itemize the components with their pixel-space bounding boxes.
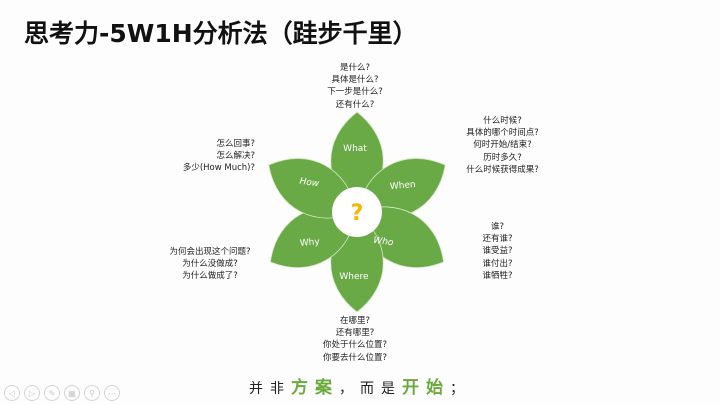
question-item: 多少(How Much)? [182,163,255,174]
petal-label-how: How [299,177,320,190]
petal-label-what: What [343,144,367,154]
who-questions: 谁? 还有谁? 谁受益? 谁付出? 谁牺牲? [460,221,535,282]
question-item: 具体的哪个时间点? [466,128,539,139]
question-item: 还有哪里? [335,328,375,339]
question-item: 你要去什么位置? [322,352,387,363]
petal-label-where: Where [339,272,369,282]
question-item: 为何会出现这个问题? [169,247,251,257]
zoom-button[interactable]: ⚲ [84,385,100,401]
slogan-text: ； [450,381,471,397]
where-questions: 在哪里? 还有哪里? 你处于什么位置? 你要去什么位置? [300,315,410,364]
question-item: 还有谁? [482,234,513,245]
chevron-left-icon: ◁ [8,388,16,398]
question-item: 具体是什么? [331,75,379,86]
question-item: 为什么做成了? [182,271,238,282]
question-item: 谁付出? [482,258,513,269]
petal-label-when: When [390,180,417,192]
question-item: 什么时候获得成果? [466,164,539,175]
what-questions: 是什么? 具体是什么? 下一步是什么? 还有什么? [305,62,405,111]
petal-label-why: Why [299,237,320,249]
when-questions: 什么时候? 具体的哪个时间点? 何时开始/结束? 历时多久? 什么时候获得成果? [450,115,555,176]
slideshow-controls: ◁ ▷ ✎ ▦ ⚲ ⋯ [4,385,120,401]
center-circle [332,187,382,237]
pen-tool-button[interactable]: ✎ [44,385,60,401]
slogan-highlight: 方案 [291,378,339,398]
slides-grid-icon: ▦ [68,388,76,398]
question-mark-icon: ? [351,201,364,226]
question-item: 是什么? [339,63,370,73]
question-item: 还有什么? [335,99,375,110]
slide-sorter-button[interactable]: ▦ [64,385,80,401]
more-options-button[interactable]: ⋯ [104,385,120,401]
question-item: 什么时候? [483,116,522,126]
question-item: 何时开始/结束? [473,140,532,151]
question-item: 怎么回事? [216,139,255,149]
magnifier-icon: ⚲ [89,388,95,398]
how-questions: 怎么回事? 怎么解决? 多少(How Much)? [160,138,255,175]
previous-slide-button[interactable]: ◁ [4,385,20,401]
question-item: 谁? [490,222,504,232]
question-item: 历时多久? [483,152,522,163]
slogan-highlight: 开始 [402,378,450,398]
question-item: 下一步是什么? [327,87,383,98]
pen-icon: ✎ [48,388,56,398]
page-title: 思考力-5W1H分析法（跬步千里） [24,19,418,48]
slogan-text: ，而是 [339,381,402,397]
question-item: 在哪里? [339,316,370,326]
question-item: 你处于什么位置? [322,340,387,351]
why-questions: 为何会出现这个问题? 为什么没做成? 为什么做成了? [155,246,265,283]
chevron-right-icon: ▷ [28,388,36,398]
question-item: 为什么没做成? [182,259,238,270]
petal-label-who: Who [373,236,395,249]
slogan: 并非方案，而是开始； [0,373,720,398]
slogan-text: 并非 [249,381,291,397]
question-item: 谁牺牲? [482,270,513,281]
next-slide-button[interactable]: ▷ [24,385,40,401]
question-item: 怎么解决? [216,151,255,162]
question-item: 谁受益? [482,246,513,257]
ellipsis-icon: ⋯ [108,388,116,398]
